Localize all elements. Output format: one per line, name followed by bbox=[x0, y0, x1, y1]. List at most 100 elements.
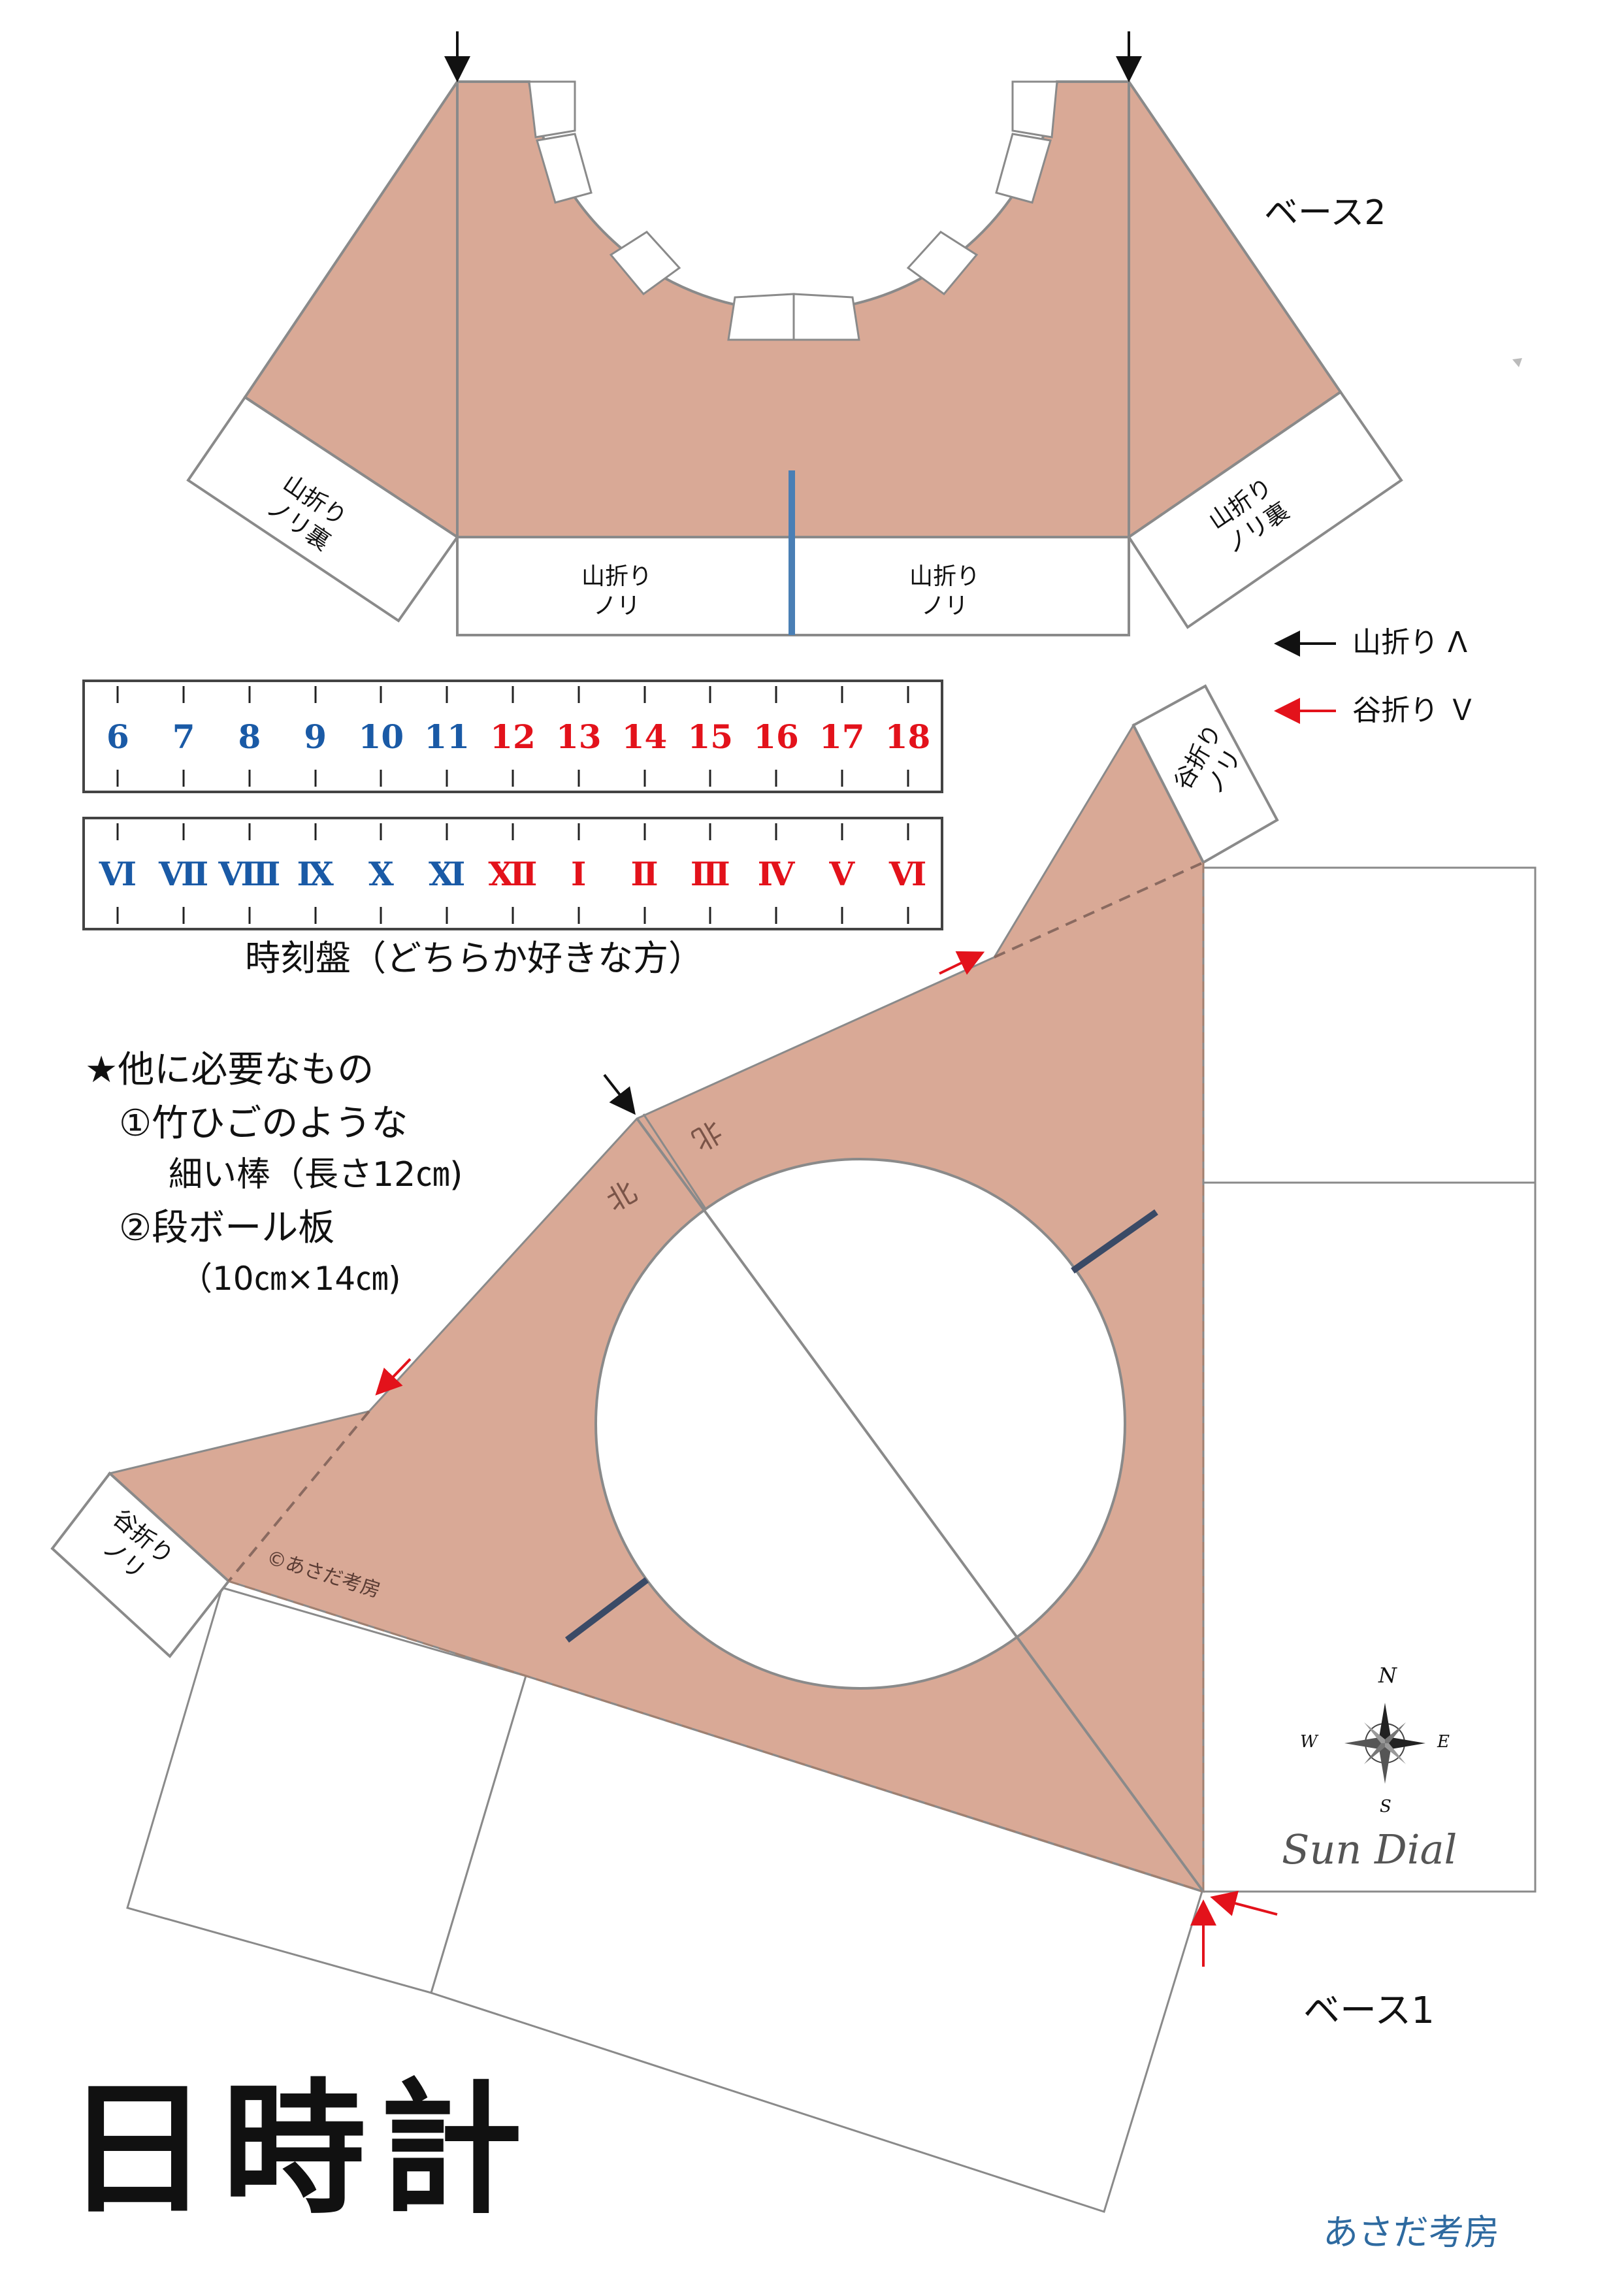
dial-tick-top bbox=[380, 686, 382, 703]
dial-hour-arabic: 14 bbox=[611, 682, 677, 791]
needs-item1-b: 細い棒（長さ12㎝) bbox=[169, 1155, 463, 1194]
dial-tick-bottom bbox=[643, 907, 645, 924]
base2-label: ベース2 bbox=[1264, 193, 1386, 233]
base1-part bbox=[50, 684, 1537, 2213]
dial-hour-label: 17 bbox=[819, 717, 865, 756]
needs-item2-a: ②段ボール板 bbox=[119, 1207, 335, 1249]
dial-hour-roman: Ⅷ bbox=[217, 819, 283, 928]
dial-hour-label: 10 bbox=[358, 717, 404, 756]
base1-right-panel-2 bbox=[1201, 1181, 1537, 1893]
dial-hour-label: Ⅸ bbox=[297, 854, 334, 893]
dial-hour-arabic: 15 bbox=[677, 682, 743, 791]
dial-hour-arabic: 17 bbox=[809, 682, 875, 791]
dial-hour-roman: Ⅸ bbox=[282, 819, 348, 928]
base1-label: ベース1 bbox=[1303, 1990, 1435, 2032]
dial-hour-label: Ⅻ bbox=[488, 854, 538, 893]
dial-tick-top bbox=[841, 823, 843, 840]
author-credit: あさだ考房 bbox=[1323, 2212, 1499, 2253]
dial-tick-top bbox=[446, 686, 448, 703]
dial-tick-top bbox=[446, 823, 448, 840]
dial-tick-top bbox=[643, 686, 645, 703]
needs-heading: ★他に必要なもの bbox=[85, 1049, 374, 1091]
dial-tick-top bbox=[775, 823, 777, 840]
dial-hour-label: Ⅹ bbox=[368, 854, 394, 893]
dial-hour-roman: Ⅱ bbox=[611, 819, 677, 928]
base2-bottom-left-label: 山折り ノリ bbox=[581, 563, 653, 619]
compass-s: S bbox=[1380, 1797, 1391, 1816]
dial-hour-label: 8 bbox=[238, 717, 261, 756]
dial-hour-roman: Ⅲ bbox=[677, 819, 743, 928]
dial-tick-top bbox=[709, 686, 711, 703]
dial-tick-bottom bbox=[248, 907, 251, 924]
dial-hour-label: 6 bbox=[106, 717, 129, 756]
base2-bottom-right-label: 山折り ノリ bbox=[909, 563, 981, 619]
dial-tick-bottom bbox=[380, 907, 382, 924]
dial-hour-label: 16 bbox=[753, 717, 799, 756]
compass-w: W bbox=[1300, 1732, 1318, 1752]
dial-tick-top bbox=[578, 823, 580, 840]
dial-tick-bottom bbox=[841, 770, 843, 787]
compass-n: N bbox=[1378, 1663, 1397, 1688]
dial-tick-bottom bbox=[907, 770, 909, 787]
dial-tick-bottom bbox=[446, 907, 448, 924]
dial-tick-bottom bbox=[578, 770, 580, 787]
dial-hour-label: 13 bbox=[555, 717, 602, 756]
base2-right-tab bbox=[1127, 390, 1403, 629]
dial-tick-bottom bbox=[314, 907, 317, 924]
dial-tick-bottom bbox=[841, 907, 843, 924]
dial-tick-bottom bbox=[775, 907, 777, 924]
dial-tick-bottom bbox=[182, 770, 185, 787]
dial-tick-top bbox=[709, 823, 711, 840]
base1-right-panel-1 bbox=[1201, 866, 1537, 1184]
dial-hour-arabic: 13 bbox=[545, 682, 611, 791]
dial-tick-top bbox=[907, 823, 909, 840]
dial-hour-label: Ⅵ bbox=[888, 854, 927, 893]
dial-tick-top bbox=[643, 823, 645, 840]
gnomon-mark-lower bbox=[564, 1577, 649, 1643]
dial-hour-roman: Ⅴ bbox=[809, 819, 875, 928]
dial-hour-arabic: 9 bbox=[282, 682, 348, 791]
dial-tick-top bbox=[314, 686, 317, 703]
dial-tick-top bbox=[512, 823, 514, 840]
dial-hour-label: 12 bbox=[490, 717, 536, 756]
dial-tick-bottom bbox=[512, 770, 514, 787]
compass-caption: Sun Dial bbox=[1282, 1826, 1457, 1873]
compass-e: E bbox=[1437, 1732, 1450, 1752]
dial-tick-bottom bbox=[709, 907, 711, 924]
dial-tick-top bbox=[841, 686, 843, 703]
dial-hour-label: 15 bbox=[687, 717, 734, 756]
dial-hour-roman: Ⅰ bbox=[545, 819, 611, 928]
dial-hour-label: Ⅺ bbox=[429, 854, 466, 893]
dial-tick-top bbox=[116, 686, 119, 703]
dial-tick-bottom bbox=[248, 770, 251, 787]
compass-rose bbox=[1344, 1703, 1425, 1784]
dial-tick-bottom bbox=[314, 770, 317, 787]
dial-hour-label: 9 bbox=[304, 717, 327, 756]
dial-hour-arabic: 18 bbox=[875, 682, 941, 791]
dial-tick-top bbox=[512, 686, 514, 703]
dial-tick-top bbox=[578, 686, 580, 703]
dial-tick-bottom bbox=[116, 770, 119, 787]
dial-tick-top bbox=[248, 686, 251, 703]
dial-hour-arabic: 6 bbox=[85, 682, 151, 791]
dial-hour-roman: Ⅻ bbox=[480, 819, 546, 928]
dial-tick-top bbox=[116, 823, 119, 840]
dial-hour-label: 14 bbox=[621, 717, 668, 756]
dial-tick-top bbox=[182, 686, 185, 703]
dial-tick-bottom bbox=[643, 770, 645, 787]
dial-tick-bottom bbox=[775, 770, 777, 787]
dial-hour-label: Ⅲ bbox=[690, 854, 730, 893]
dial-tick-bottom bbox=[709, 770, 711, 787]
page-title: 日時計 bbox=[65, 2066, 536, 2233]
base2-part bbox=[186, 31, 1403, 636]
dial-hour-label: Ⅰ bbox=[571, 854, 587, 893]
dial-hour-label: Ⅷ bbox=[218, 854, 281, 893]
dial-hour-roman: Ⅳ bbox=[743, 819, 809, 928]
dial-tick-bottom bbox=[446, 770, 448, 787]
needs-item2-b: （10㎝×14㎝) bbox=[180, 1260, 401, 1298]
base2-left-tab bbox=[186, 395, 459, 623]
dial-tick-bottom bbox=[578, 907, 580, 924]
dial-hour-label: Ⅴ bbox=[829, 854, 855, 893]
dial-hour-label: Ⅱ bbox=[630, 854, 659, 893]
